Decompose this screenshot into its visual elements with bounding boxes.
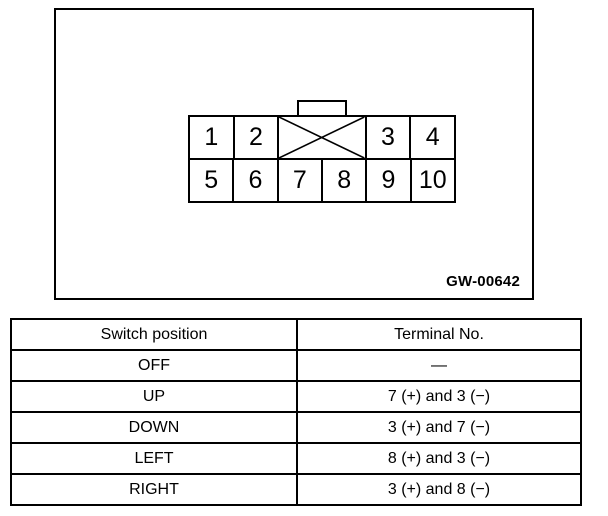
pin-cell-4: 4 (411, 117, 454, 158)
pin-cell-6: 6 (234, 160, 279, 201)
connector-locking-tab-icon (297, 100, 347, 116)
crossed-out-icon (279, 117, 364, 158)
pin-cell-1: 1 (190, 117, 235, 158)
table-row: LEFT 8 (+) and 3 (−) (10, 442, 582, 475)
cell-switch-position: RIGHT (10, 473, 298, 506)
figure-reference-code: GW-00642 (446, 273, 520, 290)
pin-label: 7 (292, 166, 307, 194)
table-row: DOWN 3 (+) and 7 (−) (10, 411, 582, 444)
table-row: RIGHT 3 (+) and 8 (−) (10, 473, 582, 506)
connector-top-row: 1 2 3 4 (190, 117, 454, 160)
pin-label: 4 (425, 123, 440, 151)
switch-terminal-table: Switch position Terminal No. OFF — UP 7 … (10, 318, 582, 506)
pin-cell-blank-crossed (279, 117, 367, 158)
pin-label: 6 (248, 166, 263, 194)
pin-label: 5 (204, 166, 219, 194)
connector-bottom-row: 5 6 7 8 9 10 (190, 160, 454, 201)
cell-switch-position: OFF (10, 349, 298, 382)
column-header-terminal-no: Terminal No. (296, 318, 582, 351)
cell-terminal-no: 8 (+) and 3 (−) (296, 442, 582, 475)
cell-switch-position: UP (10, 380, 298, 413)
connector-body: 1 2 3 4 (188, 115, 456, 203)
pin-cell-3: 3 (367, 117, 412, 158)
pin-cell-9: 9 (367, 160, 412, 201)
table-row: UP 7 (+) and 3 (−) (10, 380, 582, 413)
connector-diagram-panel: 1 2 3 4 (54, 8, 534, 300)
pin-label: 1 (204, 123, 219, 151)
cell-terminal-no: 7 (+) and 3 (−) (296, 380, 582, 413)
cell-terminal-no: — (296, 349, 582, 382)
pin-cell-8: 8 (323, 160, 368, 201)
pin-cell-7: 7 (279, 160, 323, 201)
cell-terminal-no: 3 (+) and 8 (−) (296, 473, 582, 506)
pin-cell-5: 5 (190, 160, 235, 201)
pin-label: 2 (249, 123, 263, 151)
pin-cell-2: 2 (235, 117, 280, 158)
connector-illustration: 1 2 3 4 (188, 100, 456, 212)
column-header-switch-position: Switch position (10, 318, 298, 351)
cell-terminal-no: 3 (+) and 7 (−) (296, 411, 582, 444)
table-header-row: Switch position Terminal No. (10, 318, 582, 351)
pin-label: 9 (381, 166, 396, 194)
pin-label: 8 (337, 166, 352, 194)
table-row: OFF — (10, 349, 582, 382)
pin-label: 10 (418, 166, 447, 194)
cell-switch-position: LEFT (10, 442, 298, 475)
cell-switch-position: DOWN (10, 411, 298, 444)
pin-label: 3 (381, 123, 395, 151)
pin-cell-10: 10 (412, 160, 454, 201)
